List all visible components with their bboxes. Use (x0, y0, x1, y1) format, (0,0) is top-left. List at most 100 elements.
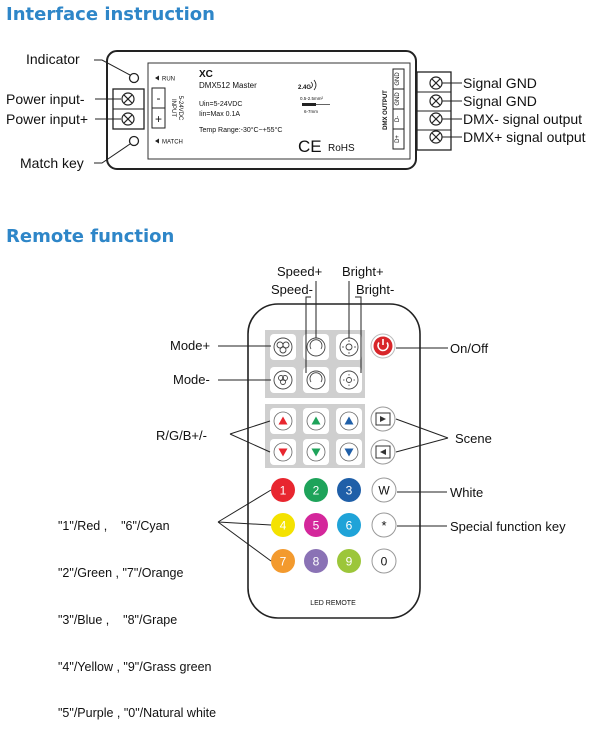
special-key-label: * (381, 518, 386, 533)
triangle-up-icon (311, 416, 321, 425)
temp-spec: Temp Range:-30°C~+55°C (199, 126, 282, 134)
speed-plus-label: Speed+ (277, 264, 323, 279)
key-6-label: 6 (346, 519, 353, 533)
dmx-plus-label: DMX+ signal output (463, 129, 586, 145)
bright-minus-label: Bright- (356, 282, 395, 297)
match-label: MATCH (162, 140, 183, 146)
scene-label: Scene (455, 431, 492, 446)
match-arrow-icon (155, 138, 159, 144)
key-map-line: "4"/Yellow , "9"/Grass green (58, 659, 212, 674)
run-arrow-icon (155, 75, 159, 81)
mode-minus-button[interactable] (273, 370, 293, 390)
green-plus-button[interactable] (306, 411, 326, 431)
input-label: INPUT (170, 99, 176, 117)
key-map-line: "5"/Purple , "0"/Natural white (58, 706, 217, 721)
indicator-led-icon (128, 72, 140, 84)
key-map-line: "3"/Blue , "8"/Grape (58, 612, 178, 627)
input-minus-mark: - (157, 91, 161, 105)
special-function-button[interactable] (371, 512, 397, 538)
scene-icon (375, 445, 391, 459)
key-1-label: 1 (280, 484, 287, 498)
device-name: DMX512 Master (199, 81, 257, 90)
key-5-label: 5 (313, 519, 320, 533)
triangle-down-icon (344, 448, 354, 457)
pin-gnd-1: GND (395, 72, 401, 86)
bright-plus-label: Bright+ (342, 264, 384, 279)
power-plus-label: Power input+ (6, 111, 89, 127)
key-map-line: "1"/Red , "6"/Cyan (58, 519, 170, 534)
input-plus-mark: + (155, 112, 162, 126)
key-4-button[interactable] (271, 513, 295, 537)
triangle-up-icon (278, 416, 288, 425)
indicator-label: Indicator (26, 51, 80, 67)
key-6-button[interactable] (337, 513, 361, 537)
dmx-minus-label: DMX- signal output (463, 111, 583, 127)
blue-minus-button[interactable] (339, 442, 359, 462)
strip-length: 6-7mm (304, 109, 318, 114)
red-minus-button[interactable] (273, 442, 293, 462)
key-1-button[interactable] (271, 478, 295, 502)
key-5-button[interactable] (304, 513, 328, 537)
key-map-line: "2"/Green , "7"/Orange (58, 565, 184, 580)
signal-gnd-label-1: Signal GND (463, 75, 537, 91)
white-label: White (450, 485, 484, 500)
speed-minus-button[interactable] (306, 370, 326, 390)
voltage-spec: Uin=5-24VDC (199, 101, 242, 108)
ce-mark: CE (298, 137, 322, 156)
key-9-button[interactable] (337, 549, 361, 573)
rgb-label: R/G/B+/- (156, 428, 207, 443)
model-name: XC (199, 69, 213, 80)
mode-plus-label: Mode+ (170, 338, 211, 353)
key-0-label: 0 (381, 555, 388, 569)
input-voltage-label: 5-24VDC (177, 96, 183, 121)
dmx-output-label: DMX OUTPUT (383, 90, 389, 130)
diagram-canvas: - + INPUT 5-24VDC RUN MATCH XC DMX512 Ma… (94, 50, 462, 619)
special-function-label: Special function key (450, 519, 566, 534)
pin-gnd-2: GND (395, 92, 401, 106)
key-color-map: "1"/Red , "6"/Cyan "2"/Green , "7"/Orang… (58, 488, 216, 738)
red-plus-button[interactable] (273, 411, 293, 431)
power-minus-label: Power input- (6, 91, 85, 107)
speed-minus-label: Speed- (271, 282, 313, 297)
key-8-button[interactable] (304, 549, 328, 573)
wire-strip-icon (302, 103, 316, 106)
rf-label: 2.4G (298, 85, 311, 91)
key-2-button[interactable] (304, 478, 328, 502)
controller-callout-lines (94, 59, 462, 164)
interface-section-title: Interface instruction (6, 4, 215, 25)
on-off-label: On/Off (450, 341, 489, 356)
mode-minus-label: Mode- (173, 372, 210, 387)
key-9-label: 9 (346, 555, 353, 569)
wire-spec: 0.5-2.5mm² (300, 96, 324, 101)
white-button[interactable] (371, 477, 397, 503)
key-3-button[interactable] (337, 478, 361, 502)
mode-plus-button[interactable] (273, 337, 293, 357)
run-label: RUN (162, 77, 175, 83)
scene-icon (375, 412, 391, 426)
signal-gnd-label-2: Signal GND (463, 93, 537, 109)
key-0-button[interactable] (371, 548, 397, 574)
power-icon (377, 342, 389, 352)
bright-minus-button[interactable] (339, 370, 359, 390)
green-minus-button[interactable] (306, 442, 326, 462)
current-spec: Iin=Max 0.1A (199, 111, 240, 118)
blue-plus-button[interactable] (339, 411, 359, 431)
pin-d-minus: D- (395, 116, 401, 122)
triangle-down-icon (311, 448, 321, 457)
match-key-icon[interactable] (128, 135, 140, 147)
key-8-label: 8 (313, 555, 320, 569)
rohs-mark: RoHS (328, 143, 355, 154)
key-3-label: 3 (346, 484, 353, 498)
pin-d-plus: D+ (395, 135, 401, 143)
white-key-label: W (378, 484, 390, 498)
key-7-label: 7 (280, 555, 287, 569)
key-4-label: 4 (280, 519, 287, 533)
controller-unit: - + INPUT 5-24VDC RUN MATCH XC DMX512 Ma… (106, 50, 452, 170)
key-7-button[interactable] (271, 549, 295, 573)
match-key-label: Match key (20, 155, 84, 171)
triangle-down-icon (278, 448, 288, 457)
wireless-icon (310, 79, 317, 91)
remote-callout-lines (217, 281, 449, 562)
